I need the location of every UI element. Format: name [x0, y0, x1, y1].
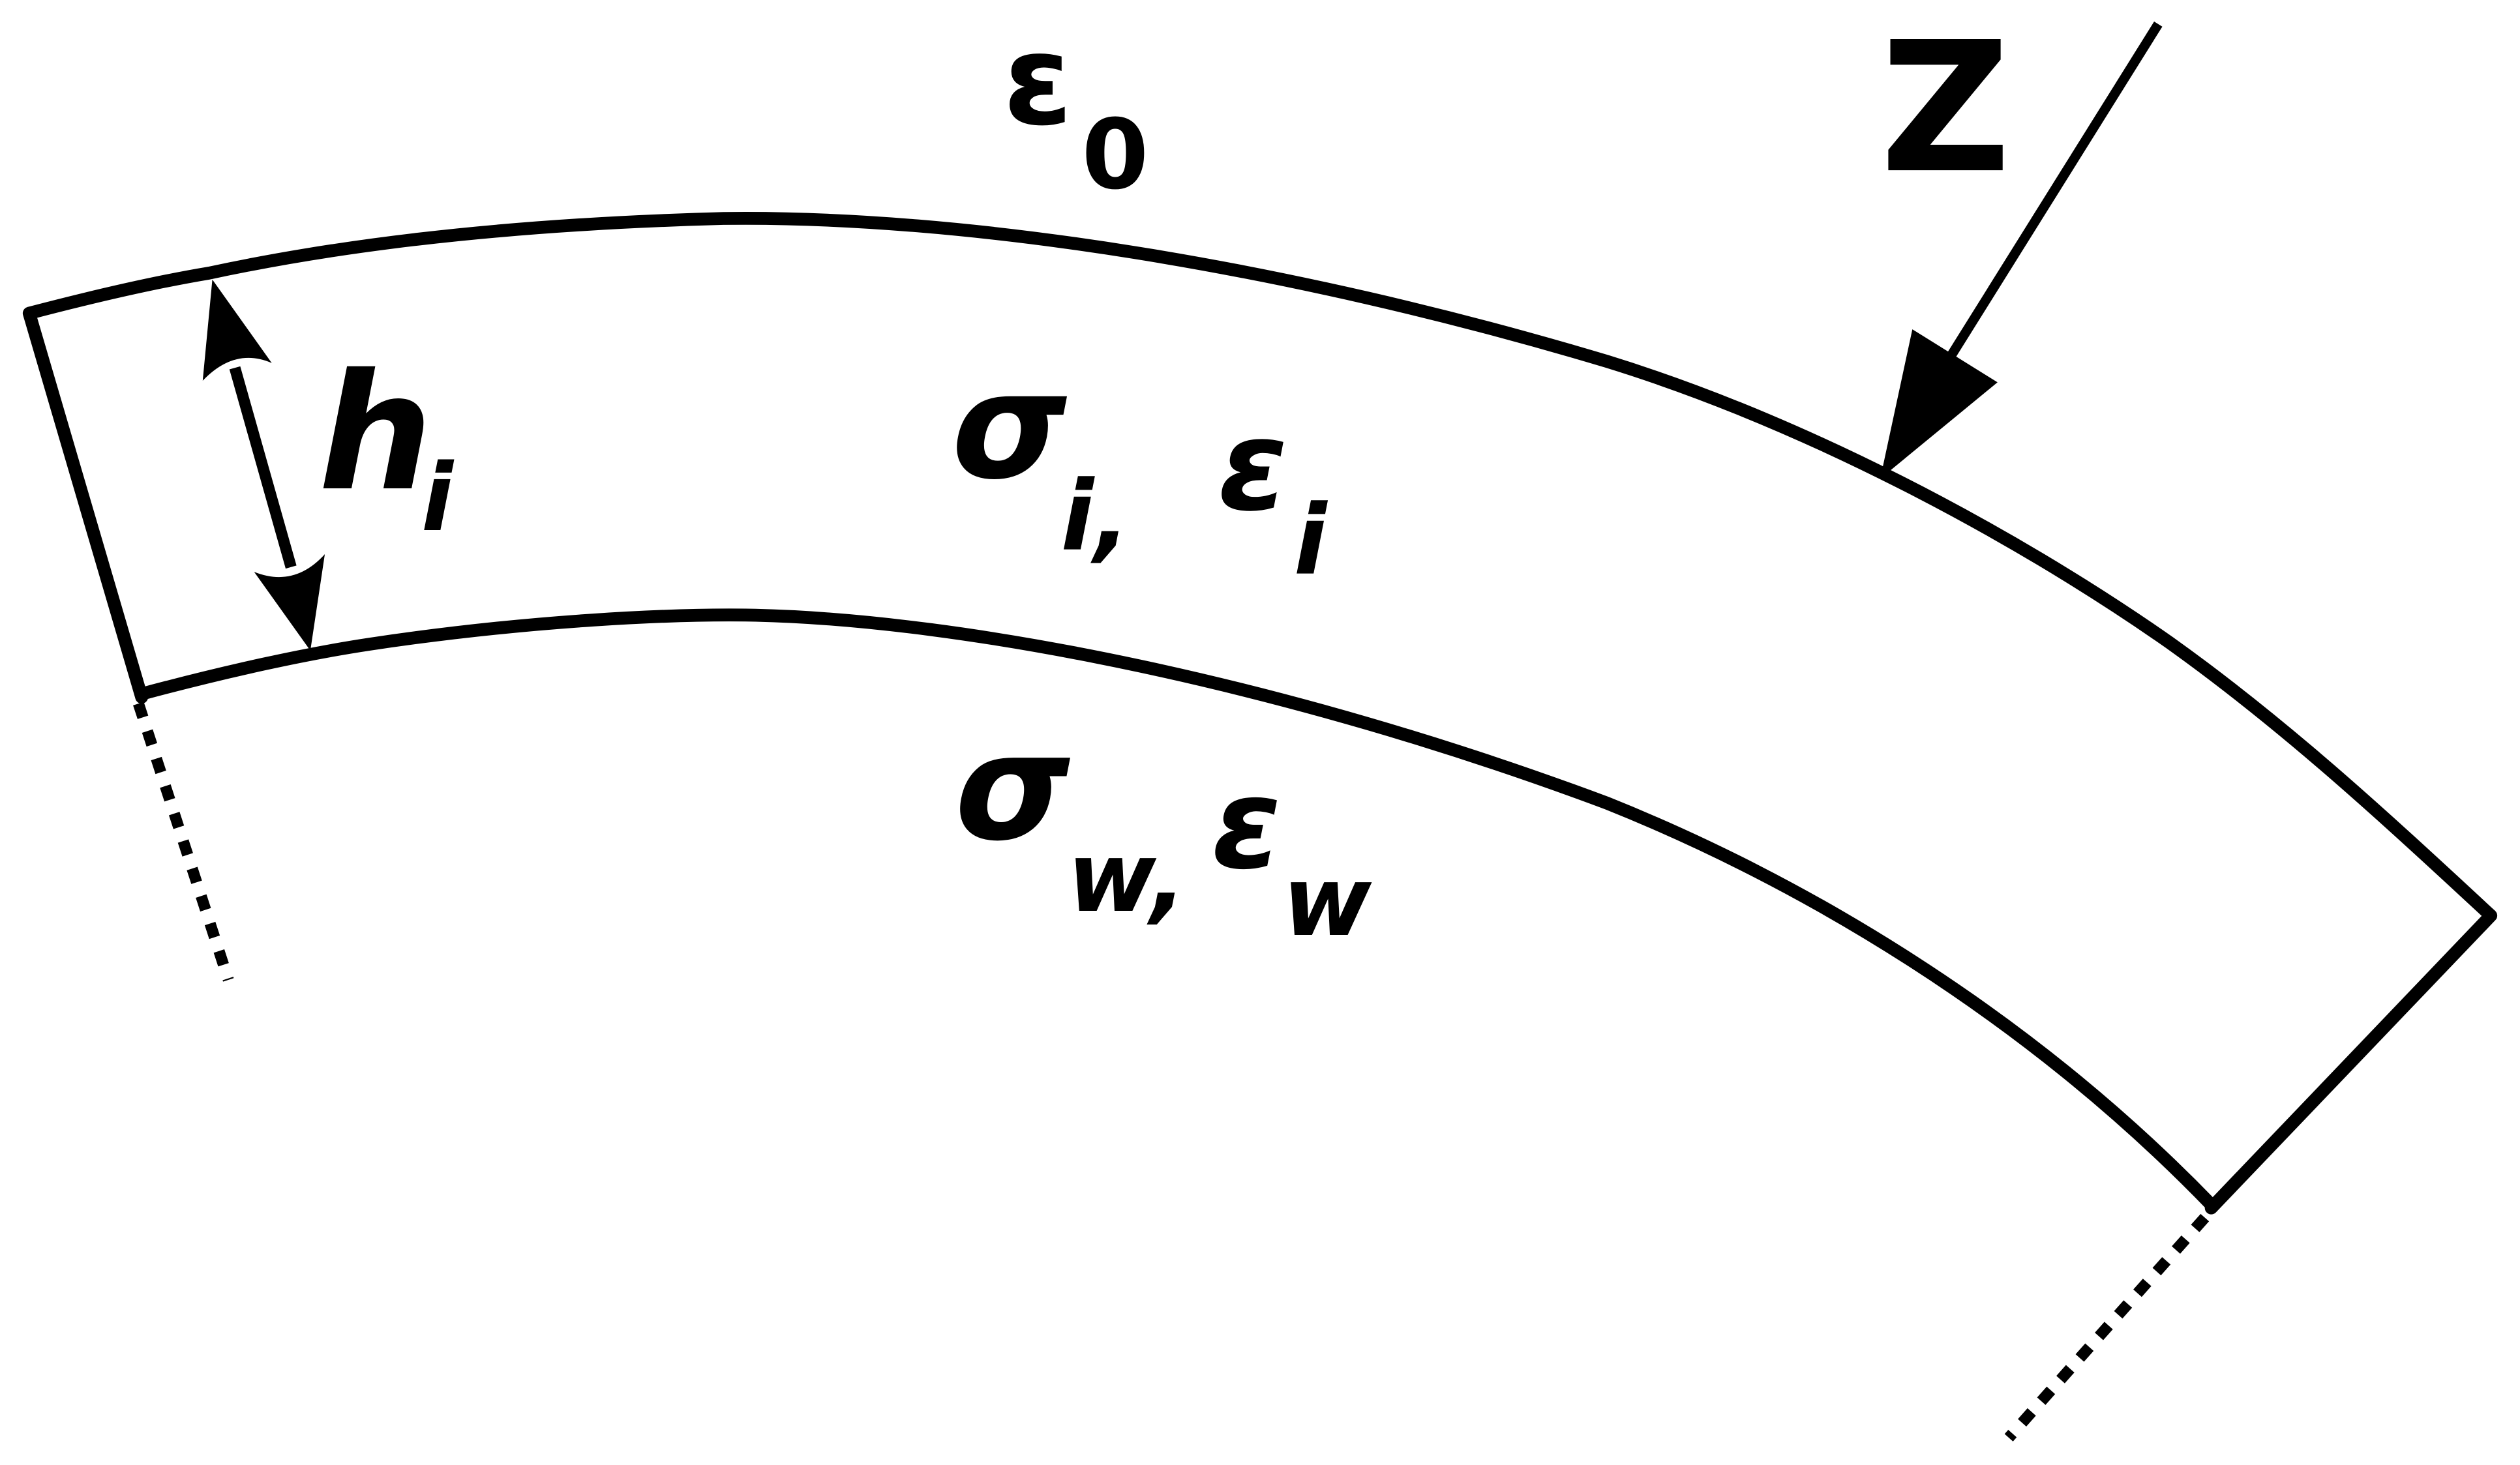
inner-surface-curve	[140, 608, 2216, 1209]
thickness-arrow-head-bottom-icon	[254, 554, 325, 651]
label-epsilon-w: ε	[1212, 752, 1282, 897]
label-thickness-h: h	[318, 340, 432, 527]
outer-surface-curve	[27, 212, 2495, 921]
label-epsilon-i-subscript: i	[1294, 484, 1328, 597]
force-arrow-head-icon	[1880, 329, 1998, 479]
right-continuation-dotted	[2004, 1213, 2210, 1442]
right-edge	[2204, 909, 2498, 1215]
left-continuation-dotted	[133, 702, 234, 982]
left-edge	[22, 306, 149, 704]
label-sigma-w: σ	[955, 702, 1071, 874]
label-sigma-i-subscript: i,	[1060, 460, 1130, 572]
label-epsilon0: ε	[1003, 8, 1073, 154]
label-thickness-subscript: i	[421, 443, 455, 552]
label-force-z: Z	[1880, 4, 2011, 213]
thickness-arrow-head-top-icon	[202, 279, 272, 381]
label-sigma-i: σ	[952, 341, 1068, 512]
force-arrow-shaft	[1940, 22, 2163, 369]
label-epsilon-w-subscript: w	[1282, 846, 1372, 958]
label-epsilon-i: ε	[1218, 394, 1288, 539]
label-sigma-w-subscript: w,	[1067, 821, 1186, 934]
thickness-arrow-shaft	[229, 366, 297, 569]
label-epsilon0-subscript: 0	[1082, 98, 1149, 211]
